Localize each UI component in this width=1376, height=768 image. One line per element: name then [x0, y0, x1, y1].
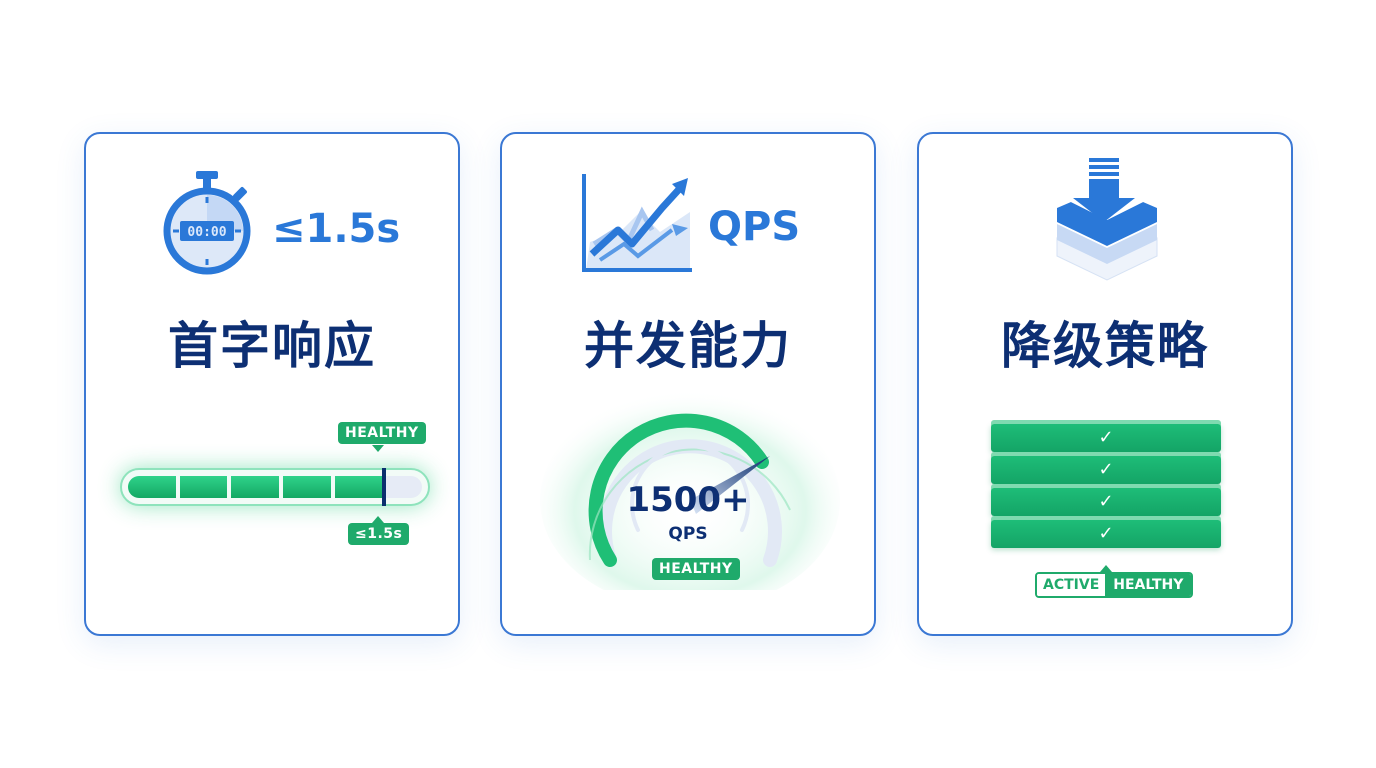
response-time-metric: ≤1.5s — [272, 206, 401, 252]
fallback-layer: ✓ — [991, 488, 1221, 516]
concurrency-card: QPS 并发能力 1500+ QPS HEALTHY — [500, 132, 876, 636]
card-title: 降级策略 — [1001, 317, 1209, 375]
download-layers-icon — [1056, 158, 1158, 281]
fallback-layer: ✓ — [991, 424, 1221, 452]
progress-remaining — [386, 476, 423, 498]
card-title: 并发能力 — [584, 317, 792, 375]
stopwatch-icon: 00:00 — [163, 171, 251, 275]
growth-chart-icon — [582, 174, 692, 272]
badge-pointer — [372, 445, 384, 452]
qps-unit: QPS — [668, 524, 708, 544]
progress-segment — [128, 476, 176, 498]
progress-segment — [334, 476, 383, 498]
qps-value: 1500+ — [626, 480, 750, 520]
qps-gauge — [540, 390, 840, 590]
progress-segment — [179, 476, 228, 498]
stopwatch-display: 00:00 — [187, 225, 226, 240]
progress-segment — [282, 476, 331, 498]
threshold-pointer — [372, 516, 384, 523]
response-progress-bar — [120, 468, 430, 506]
progress-segment — [231, 476, 279, 498]
healthy-badge: HEALTHY — [652, 558, 740, 580]
healthy-badge: HEALTHY — [338, 422, 426, 444]
fallback-layer: ✓ — [991, 456, 1221, 484]
active-label: ACTIVE — [1037, 574, 1106, 596]
card-title: 首字响应 — [168, 317, 376, 375]
healthy-label: HEALTHY — [1105, 574, 1192, 596]
fallback-layer: ✓ — [991, 520, 1221, 548]
status-pointer — [1100, 565, 1112, 572]
threshold-marker — [382, 468, 386, 506]
degradation-strategy-card: 降级策略 ✓ ✓ ✓ ✓ ACTIVE HEALTHY — [917, 132, 1293, 636]
qps-label: QPS — [708, 204, 801, 250]
status-badge: ACTIVE HEALTHY — [1035, 572, 1194, 598]
first-token-response-card: 00:00 ≤1.5s 首字响应 HEALTHY ≤1.5s — [84, 132, 460, 636]
threshold-label: ≤1.5s — [348, 523, 410, 545]
